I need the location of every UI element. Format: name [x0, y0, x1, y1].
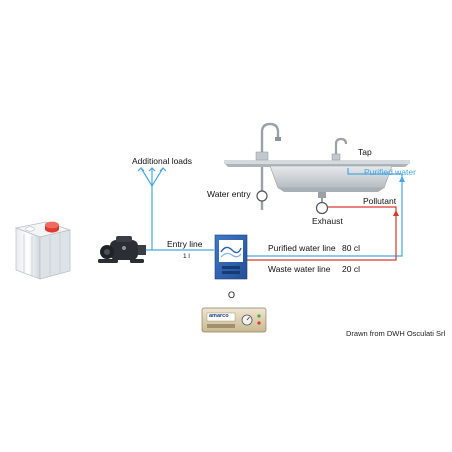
purified-water-line-value: 80 cl	[342, 243, 360, 253]
pollutant-label: Pollutant	[363, 196, 397, 206]
purifier-unit-icon	[214, 234, 248, 280]
tap-faucet-icon	[331, 137, 348, 161]
water-entry-label: Water entry	[207, 189, 251, 199]
purified-arrow	[399, 176, 405, 182]
waste-water-line-value: 20 cl	[342, 264, 360, 274]
entry-flow-label: 1 l	[183, 253, 190, 260]
entry-line-label: Entry line	[167, 239, 203, 249]
waste-arrow	[393, 210, 399, 216]
water-tank-icon	[14, 221, 72, 280]
faucet-icon	[255, 122, 281, 161]
controller-brand-label: amarco	[209, 313, 229, 319]
purified-water-label: Purified water	[364, 167, 416, 177]
tap-label: Tap	[358, 147, 372, 157]
purified-water-line-label: Purified water line	[268, 243, 336, 253]
pump-icon	[98, 236, 146, 263]
exhaust-label: Exhaust	[312, 216, 343, 226]
additional-loads-label: Additional loads	[132, 156, 193, 166]
exhaust-fitting-icon	[315, 198, 329, 215]
device-mark-label: O	[228, 290, 236, 300]
sink-icon	[224, 160, 410, 198]
waste-water-line	[247, 206, 397, 261]
trident-icon	[137, 167, 167, 188]
controller-box-icon	[201, 307, 267, 333]
waste-water-line-label: Waste water line	[268, 264, 331, 274]
water-entry-pipe	[256, 167, 268, 210]
credit-label: Drawn from DWH Osculati Srl	[346, 329, 446, 338]
purified-water-line	[247, 168, 403, 257]
